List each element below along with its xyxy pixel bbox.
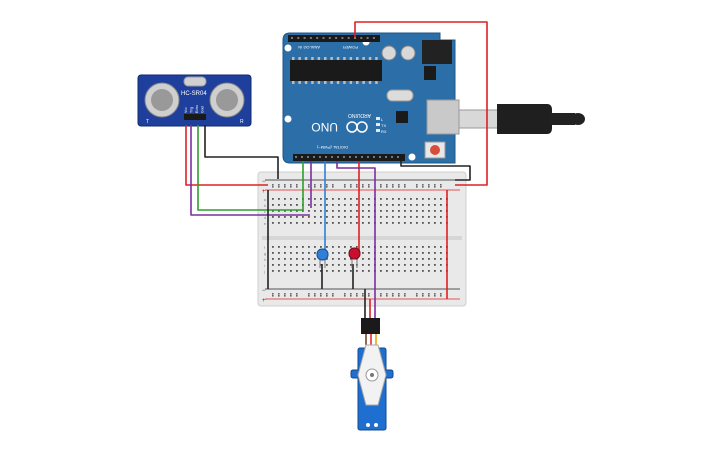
digital-label: DIGITAL (PWM~) (316, 145, 348, 150)
sensor-pin-label: Vcc (184, 107, 188, 113)
led-blue[interactable] (316, 248, 329, 268)
row-letter: i (264, 264, 265, 268)
wires (185, 21, 488, 318)
wire-sensor-trig[interactable] (190, 125, 310, 216)
led-red[interactable] (348, 247, 361, 268)
power-label: POWER (343, 45, 358, 50)
crystal (386, 89, 414, 102)
l-label: L (381, 117, 384, 122)
servo-motor[interactable] (350, 318, 394, 431)
wire-sensor-echo[interactable] (197, 125, 304, 211)
arduino-uno-board[interactable]: UNO ARDUINO DIGITAL (PWM~) POWER ANALOG … (282, 32, 460, 164)
mounting-hole (284, 115, 292, 123)
led-rx-indicator (376, 129, 380, 132)
servo-connector (361, 318, 380, 334)
row-letter: h (264, 258, 266, 262)
row-letter: b (264, 204, 266, 208)
row-letter: e (264, 222, 266, 226)
sensor-model-label: HC-SR04 (181, 91, 207, 97)
rail-plus-label-bottom: + (262, 298, 266, 304)
rail-minus-label: − (262, 179, 266, 185)
usb-cable[interactable] (458, 104, 585, 134)
reset-button-cap[interactable] (430, 145, 440, 155)
row-letter: j (263, 270, 265, 274)
regulator (424, 66, 436, 80)
usb-chip (396, 111, 408, 123)
atmega-chip (290, 60, 382, 81)
rail-plus-label: + (262, 189, 266, 195)
rx-label: RX (381, 129, 387, 134)
wire-gnd[interactable] (400, 161, 471, 181)
sensor-pin-label: Gnd (201, 106, 205, 113)
board-label: UNO (311, 120, 338, 134)
row-letter: f (264, 246, 265, 250)
row-letter: c (264, 210, 266, 214)
tx-label: TX (381, 123, 386, 128)
wire-sensor-vcc[interactable] (185, 125, 268, 186)
sensor-pin-label: Echo (195, 105, 199, 113)
wire-servo-signal[interactable] (336, 161, 376, 318)
sensor-corner-r: R (240, 119, 244, 125)
arduino-logo (346, 121, 368, 133)
led-l-indicator (376, 117, 380, 120)
row-letter: a (264, 198, 266, 202)
servo-mount-hole (366, 423, 370, 427)
led-tx-indicator (376, 123, 380, 126)
analog-label: ANALOG IN (298, 45, 320, 50)
servo-mount-hole (374, 423, 378, 427)
wire-5v[interactable] (354, 21, 488, 186)
mounting-hole (284, 44, 292, 52)
mounting-hole (408, 153, 416, 161)
wire-sensor-gnd[interactable] (204, 125, 279, 179)
power-jack (422, 40, 452, 64)
brand-label: ARDUINO (348, 112, 371, 118)
usb-port (426, 99, 460, 135)
capacitor (400, 45, 416, 61)
sensor-pin-label: Trig (190, 107, 194, 113)
sensor-crystal (183, 76, 207, 87)
capacitor (381, 45, 397, 61)
row-letter: g (264, 252, 266, 256)
row-letter: d (264, 216, 266, 220)
sensor-pin-header (184, 114, 206, 120)
sensor-corner-t: T (146, 119, 149, 125)
analog-header (288, 35, 354, 42)
rail-minus-label-bottom: − (262, 288, 266, 294)
